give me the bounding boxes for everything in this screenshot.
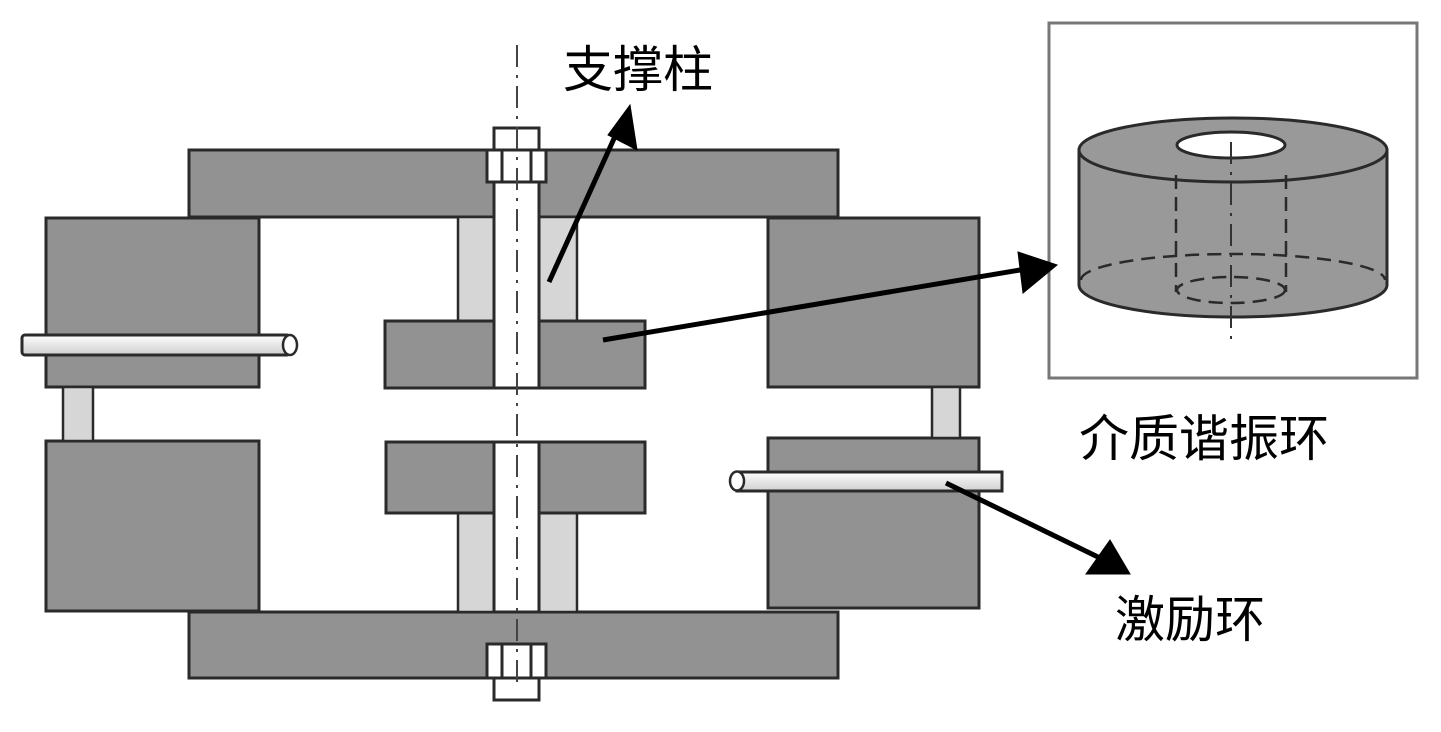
label-support-pillar: 支撑柱 xyxy=(563,41,713,99)
left-upper-block xyxy=(44,216,261,389)
resonator-arrow xyxy=(602,267,1021,343)
support-pillar-arrow xyxy=(546,130,620,284)
left-spacer-pillar xyxy=(61,385,95,443)
left-lower-block xyxy=(44,439,261,613)
right-lower-block xyxy=(766,436,981,610)
label-excitation-ring: 激励环 xyxy=(1115,591,1265,649)
dielectric-resonator-illustration xyxy=(1077,116,1389,340)
right-spacer-pillar xyxy=(930,385,962,440)
label-dielectric-resonator: 介质谐振环 xyxy=(1079,410,1329,468)
left-coupling-rod xyxy=(20,333,299,357)
excitation-ring-rod xyxy=(728,470,1004,493)
right-upper-block xyxy=(766,216,981,389)
excitation-arrow xyxy=(944,480,1102,561)
